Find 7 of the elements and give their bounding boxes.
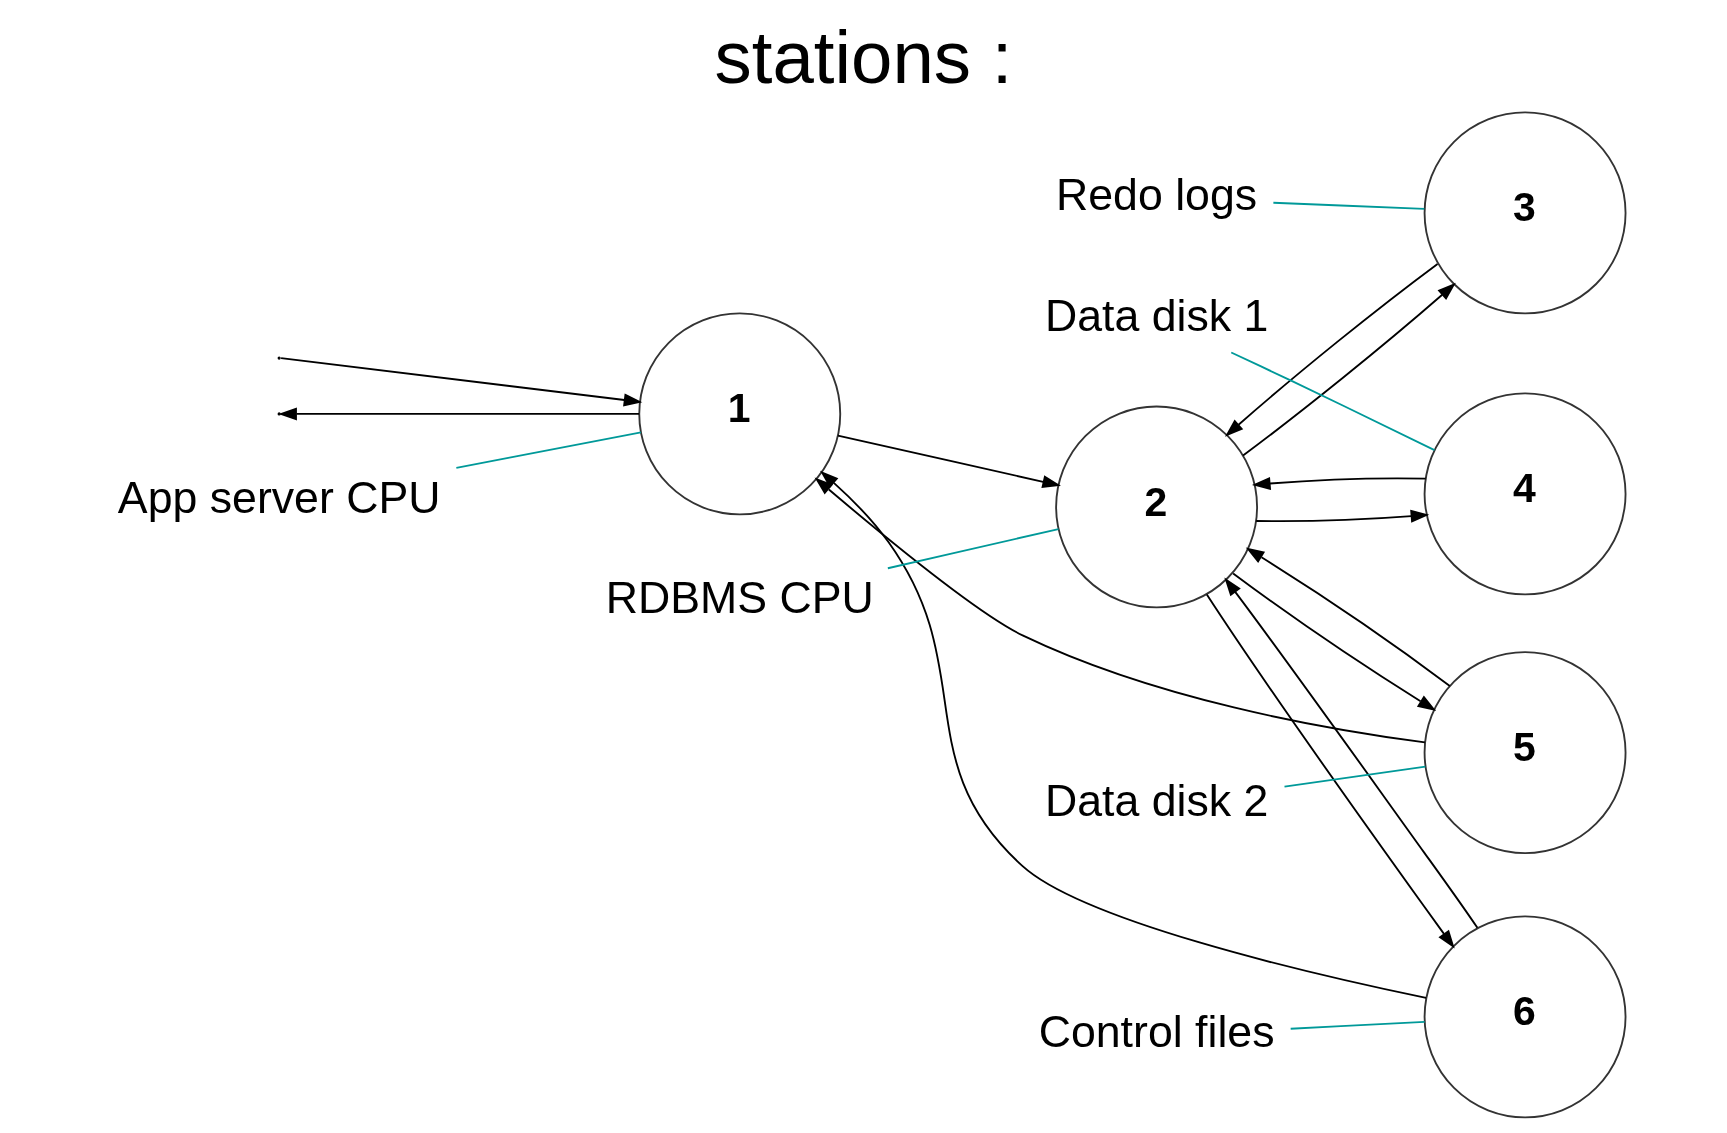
node-text: RDBMS CPU: [605, 573, 874, 623]
node-text: Data disk 2: [1044, 776, 1269, 826]
node-text: Data disk 1: [1044, 290, 1269, 340]
node-text: App server CPU: [117, 472, 441, 522]
node-text: Redo logs: [1056, 169, 1258, 219]
diagram-title: stations :: [714, 15, 1013, 99]
node-text: Control files: [1038, 1007, 1275, 1056]
